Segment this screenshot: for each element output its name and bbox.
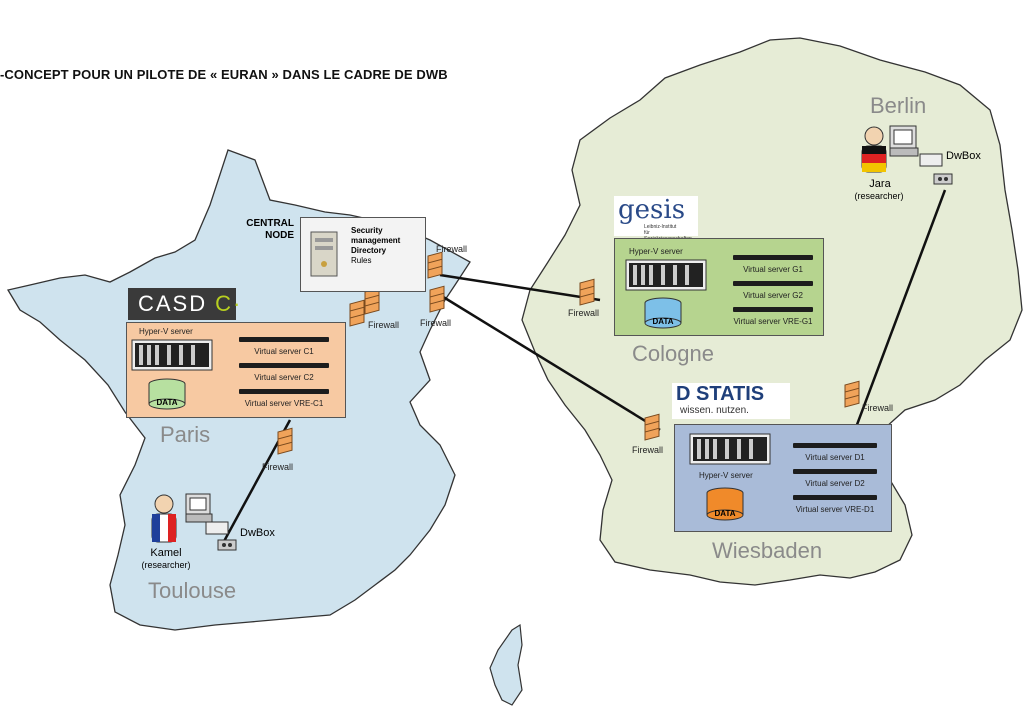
central-node-label-line2: NODE (265, 230, 294, 241)
server-rack-icon (689, 433, 771, 465)
gesis-server-box: Hyper-V server DATA Virtual server G1 Vi… (614, 238, 824, 336)
firewall-label: Firewall (568, 308, 600, 318)
virtual-server-label: Virtual server C2 (254, 373, 314, 382)
city-label-paris: Paris (160, 422, 211, 447)
gesis-logo: gesis Leibniz-Institut für Sozialwissens… (614, 195, 698, 242)
jara-workstation (861, 125, 953, 185)
central-node-box: Security management Directory Rules (300, 217, 426, 292)
dwbox-label: DwBox (240, 527, 275, 539)
kamel-workstation (151, 493, 237, 551)
central-node-label-line1: CENTRAL (246, 218, 294, 229)
security-line1: Security (351, 226, 383, 235)
virtual-server-bar (239, 337, 329, 342)
data-label: DATA (714, 509, 736, 518)
database-icon (706, 487, 744, 521)
dwbox-device-icon (205, 521, 237, 551)
destatis-server-box: Hyper-V server DATA Virtual server D1 Vi… (674, 424, 892, 532)
database-icon (148, 378, 186, 410)
security-line4: Rules (351, 256, 372, 265)
researcher-name: Kamel (150, 547, 182, 559)
data-label: DATA (156, 398, 178, 407)
firewall-icon (644, 413, 660, 441)
firewall-label: Firewall (368, 320, 400, 330)
virtual-server-bar (793, 495, 877, 500)
firewall-icon (427, 251, 443, 279)
firewall-label: Firewall (436, 244, 468, 254)
dwbox-device-icon (919, 153, 953, 185)
firewall-icon (277, 427, 293, 455)
virtual-server-label: Virtual server VRE-G1 (733, 317, 813, 326)
security-line3: Directory (351, 246, 387, 255)
destatis-logo-sub: wissen. nutzen. (680, 405, 749, 416)
dwbox-label: DwBox (946, 150, 981, 162)
virtual-server-label: Virtual server D1 (805, 453, 865, 462)
city-label-cologne: Cologne (632, 341, 714, 366)
researcher-role: (researcher) (141, 560, 191, 570)
researcher-name: Jara (869, 178, 891, 190)
gesis-logo-text: gesis (618, 195, 686, 225)
person-icon (861, 126, 887, 173)
virtual-server-label: Virtual server VRE-C1 (244, 399, 324, 408)
virtual-server-bar (793, 443, 877, 448)
firewall-label: Firewall (420, 318, 452, 328)
destatis-logo-text: D STATIS (676, 383, 765, 405)
casd-logo: CASD C· (128, 288, 240, 320)
server-tower-icon (310, 231, 338, 277)
firewall-icon (364, 287, 380, 315)
hyperv-label: Hyper-V server (139, 327, 193, 336)
firewall-label: Firewall (262, 462, 294, 472)
city-label-wiesbaden: Wiesbaden (712, 538, 823, 563)
virtual-server-bar (733, 281, 813, 286)
virtual-server-bar (239, 389, 329, 394)
link-central-cologne (439, 273, 601, 302)
gesis-logo-sub1: Leibniz-Institut (644, 224, 677, 230)
data-label: DATA (652, 317, 674, 326)
central-node-label: CENTRAL NODE (230, 218, 294, 242)
firewall-icon (349, 299, 365, 327)
corsica-shape (489, 623, 523, 706)
firewall-label: Firewall (862, 403, 894, 413)
firewall-icons (277, 251, 860, 455)
firewall-label: Firewall (632, 445, 664, 455)
link-berlin-wiesbaden (853, 189, 947, 431)
server-rack-icon (131, 339, 213, 371)
virtual-server-bar (793, 469, 877, 474)
casd-logo-mark: C· (215, 291, 243, 316)
hyperv-label: Hyper-V server (699, 471, 753, 480)
city-label-berlin: Berlin (870, 93, 927, 118)
virtual-server-bar (733, 307, 813, 312)
person-icon (151, 494, 177, 543)
virtual-server-label: Virtual server G1 (743, 265, 803, 274)
security-rules: Security management Directory Rules (351, 226, 400, 266)
virtual-server-label: Virtual server C1 (254, 347, 314, 356)
virtual-server-bar (733, 255, 813, 260)
database-icon (644, 297, 682, 329)
firewall-icon (579, 278, 595, 306)
virtual-server-label: Virtual server VRE-D1 (795, 505, 875, 514)
security-line2: management (351, 236, 401, 245)
server-rack-icon (625, 259, 707, 291)
virtual-server-bar (239, 363, 329, 368)
casd-server-box: Hyper-V server DATA Virtual server C1 Vi… (126, 322, 346, 418)
hyperv-label: Hyper-V server (629, 247, 683, 256)
monitor-icon (889, 125, 919, 157)
link-central-wiesbaden (439, 293, 661, 432)
researcher-role: (researcher) (854, 191, 904, 201)
firewall-icon (429, 285, 445, 313)
casd-logo-text: CASD (138, 291, 208, 316)
monitor-icon (185, 493, 213, 523)
diagram-title: -CONCEPT POUR UN PILOTE DE « EURAN » DAN… (0, 67, 448, 82)
virtual-server-label: Virtual server D2 (805, 479, 865, 488)
destatis-logo: D STATIS wissen. nutzen. (672, 383, 790, 419)
city-label-toulouse: Toulouse (148, 578, 237, 603)
firewall-icon (844, 380, 860, 408)
virtual-server-label: Virtual server G2 (743, 291, 803, 300)
